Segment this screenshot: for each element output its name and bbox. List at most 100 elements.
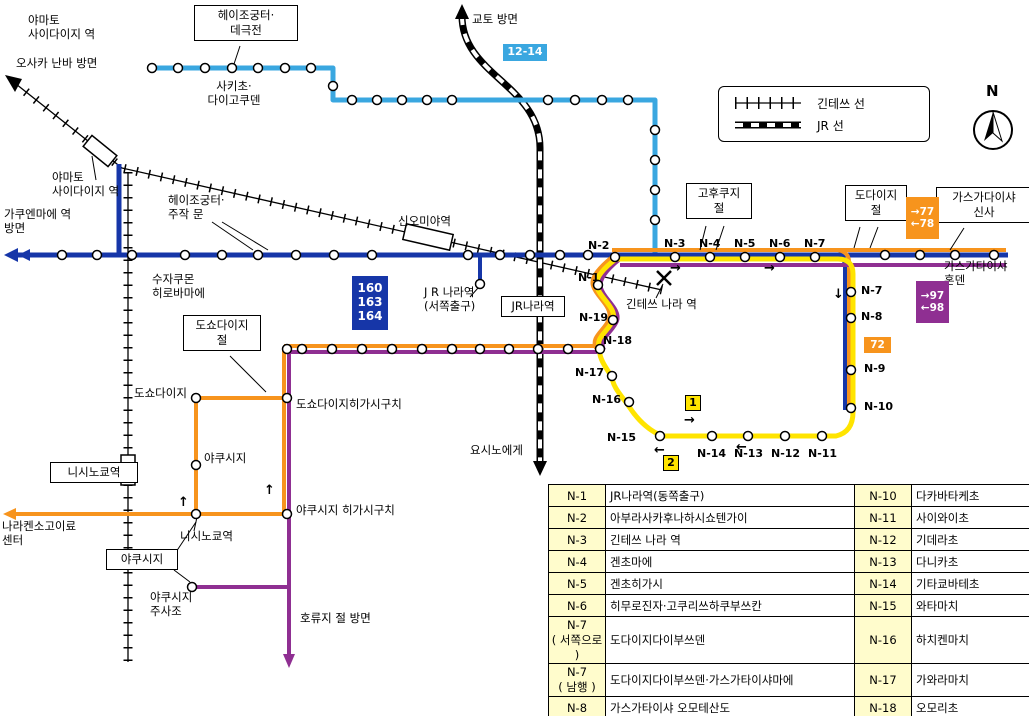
horyuji-direction-arrow-icon (283, 654, 295, 668)
compass-n-label: N (986, 82, 999, 100)
stop-name: 기타쿄바테초 (911, 572, 1029, 595)
station-dot (542, 94, 554, 106)
station-dot (172, 62, 184, 74)
stop-code: N-11 (854, 506, 912, 529)
station-dot (845, 312, 857, 324)
stop-code: N-10 (854, 484, 912, 507)
loop-stop-label-n12: N-12 (771, 447, 801, 460)
stop-code: N-17 (854, 663, 912, 697)
loop-stop-label-n5: N-5 (734, 237, 756, 250)
station-dot (582, 249, 594, 261)
flow-arrow-up: ↑ (178, 495, 189, 510)
loop-stop-label-n15: N-15 (607, 431, 637, 444)
stop-name: 가스가타이샤 오모테산도 (605, 696, 855, 716)
station-dot (988, 249, 1000, 261)
station-dot (594, 343, 606, 355)
station-dot (296, 343, 308, 355)
medical-center-direction-arrow-icon (3, 508, 16, 520)
legend-jr-row: JR 선 (731, 117, 917, 134)
station-dot (532, 343, 544, 355)
station-dot (252, 62, 264, 74)
shin-omiya-station-box (401, 222, 455, 252)
station-dot (562, 343, 574, 355)
stop-name: 가와라마치 (911, 663, 1029, 697)
loop-stop-label-n2: N-2 (588, 239, 610, 252)
stop-code: N-7 ( 서쪽으로 ) (548, 616, 606, 664)
label-yakushiji-chusajo: 야쿠시지 주사조 (150, 590, 193, 619)
station-dot (474, 343, 486, 355)
label-toshodaiji-stop: 도쇼다이지 (134, 386, 187, 400)
station-dot (462, 249, 474, 261)
loop-bus-line (594, 256, 856, 439)
stop-code: N-13 (854, 550, 912, 573)
route-12-14-line (148, 65, 658, 257)
label-nishinokyo-station: 니시노쿄역 (50, 462, 138, 483)
station-dot (281, 392, 293, 404)
stop-name: JR나라역(동쪽출구) (605, 484, 855, 507)
label-yoshino: 요시노에게 (470, 443, 523, 457)
label-kintetsu-nara: 긴테쓰 나라 역 (626, 297, 697, 311)
flow-arrow-up: ↑ (264, 483, 275, 498)
station-dot (281, 508, 293, 520)
label-heijo-suzakumon: 헤이조궁터· 주작 문 (168, 193, 225, 222)
stop-name: 겐초마에 (605, 550, 855, 573)
label-osaka-namba: 오사카 난바 방면 (16, 56, 98, 70)
label-toshodaiji-higashiguchi: 도쇼다이지히가시구치 (296, 397, 402, 411)
stop-name: 사이와이초 (911, 506, 1029, 529)
label-sakicho-daigokuden: 사키초· 다이고쿠덴 (207, 79, 261, 108)
label-kasuga-honden: 가스가타이샤 혼덴 (944, 259, 1008, 288)
label-nishinokyo-stop: 니시노쿄역 (180, 529, 233, 543)
station-dot (649, 154, 661, 166)
station-dot (281, 343, 293, 355)
station-dot (366, 249, 378, 261)
label-yakushiji-higashiguchi: 야쿠시지 히가시구치 (296, 503, 395, 517)
stop-code: N-15 (854, 594, 912, 617)
station-dot (386, 343, 398, 355)
legend-jr-label: JR 선 (817, 118, 844, 133)
loop-stop-label-n9: N-9 (864, 362, 886, 375)
station-dot (739, 251, 751, 263)
station-dot (279, 62, 291, 74)
station-dot (704, 251, 716, 263)
flow-arrow-left: ← (654, 443, 665, 458)
station-dot (816, 430, 828, 442)
stop-code: N-3 (548, 528, 606, 551)
legend-kintetsu-label: 긴테쓰 선 (817, 96, 865, 111)
station-dot (190, 508, 202, 520)
station-dot (649, 214, 661, 226)
station-dot (706, 430, 718, 442)
jr-line-sample-icon (735, 121, 801, 129)
station-dot (592, 279, 604, 291)
yoshino-direction-arrow-icon (533, 461, 547, 476)
station-dot (56, 249, 68, 261)
loop-stop-label-n14: N-14 (697, 447, 727, 460)
stop-name: 긴테쓰 나라 역 (605, 528, 855, 551)
stop-name: 다카바타케초 (911, 484, 1029, 507)
loop-stop-label-n8: N-8 (861, 310, 883, 323)
station-dot (186, 581, 198, 593)
station-dot (326, 343, 338, 355)
stop-name: 도다이지다이부쓰덴·가스가타이샤마에 (605, 663, 855, 697)
station-dot (845, 286, 857, 298)
station-dot (328, 249, 340, 261)
leader-lines (91, 45, 965, 583)
station-dot (356, 343, 368, 355)
station-dot (199, 62, 211, 74)
route-badge-97-98: →97←98 (916, 281, 949, 323)
label-kyoto-homen: 교토 방면 (472, 12, 518, 26)
station-dot (396, 94, 408, 106)
flow-arrow-right: → (684, 413, 695, 428)
stop-code: N-18 (854, 696, 912, 716)
loop-badge-1: 1 (685, 395, 701, 411)
loop-stop-label-n19: N-19 (579, 311, 609, 324)
label-heijo-daigokuden: 헤이조궁터· 데극전 (194, 5, 298, 41)
station-dot (554, 249, 566, 261)
route-badge-12-14: 12-14 (503, 44, 547, 61)
